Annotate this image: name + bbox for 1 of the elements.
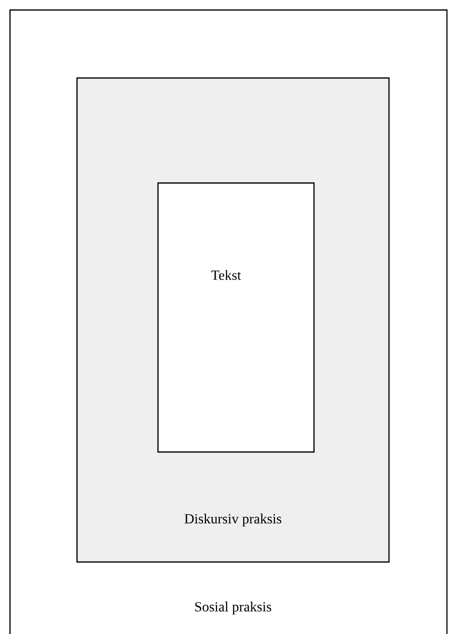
inner-box: Tekst: [157, 182, 315, 453]
